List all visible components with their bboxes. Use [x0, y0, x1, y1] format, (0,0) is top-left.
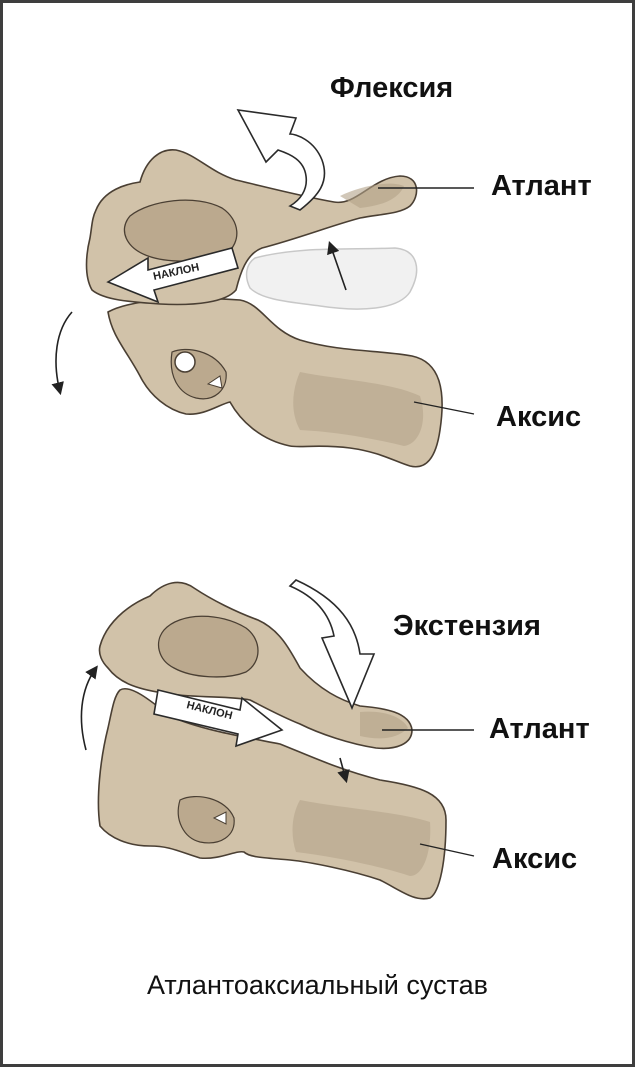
- flexion-side-arrow: [51, 311, 73, 396]
- flexion-diagram: НАКЛОН: [51, 108, 475, 468]
- flexion-lift-arrow: [327, 240, 347, 291]
- flexion-tilt-arrow: [106, 247, 240, 304]
- flexion-rotation-arrow: [236, 108, 326, 211]
- atlas-transverse-shade: [340, 183, 404, 208]
- axis-leader-2: [419, 843, 475, 857]
- atlas-ghost-outline: [245, 247, 418, 310]
- axis-shading-2: [292, 800, 431, 876]
- flexion-title: Флексия: [330, 72, 454, 104]
- extension-diagram: НАКЛОН: [80, 579, 475, 900]
- atlas-label-top: Атлант: [491, 170, 592, 202]
- diagram-caption: Атлантоаксиальный сустав: [146, 970, 489, 1000]
- atlas-transverse-shade-2: [360, 711, 408, 739]
- axis-label-top: Аксис: [496, 401, 582, 433]
- axis-shading: [293, 372, 424, 446]
- extension-title: Экстензия: [393, 610, 541, 642]
- extension-rotation-arrow: [288, 579, 376, 711]
- axis-foramen-2: [177, 796, 235, 844]
- axis-label-bottom: Аксис: [492, 843, 578, 875]
- extension-tilt-arrow: [153, 689, 284, 748]
- extension-side-arrow: [80, 665, 98, 751]
- atlas-facet-2: [157, 615, 259, 678]
- axis-notch-2: [212, 811, 227, 825]
- axis-leader-1: [413, 401, 475, 415]
- axis-notch: [206, 375, 223, 389]
- extension-drop-arrow: [337, 757, 350, 784]
- atlas-label-bottom: Атлант: [489, 713, 590, 745]
- dens-circle: [174, 351, 196, 373]
